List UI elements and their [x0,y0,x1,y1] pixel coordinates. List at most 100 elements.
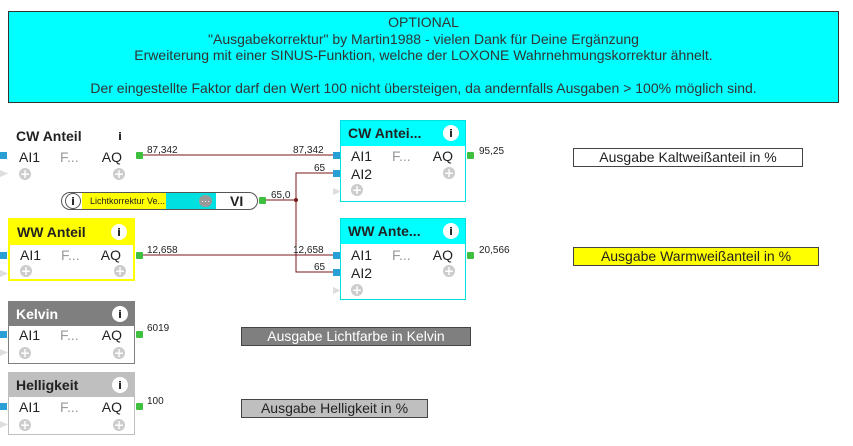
add-output-icon[interactable]: + [443,166,455,180]
output-label: AQ [101,399,122,415]
info-icon[interactable]: i [112,377,128,393]
lichtkorrektur-block[interactable]: i Lichtkorrektur Ve... ··· VI [61,192,258,210]
kelvin-block[interactable]: Kelvin i AI1 F... AQ + + [8,301,135,364]
block-title: CW Antei... [348,125,422,141]
optional-info-banner: OPTIONAL "Ausgabekorrektur" by Martin198… [8,11,839,103]
input-label: AI2 [351,265,373,281]
cw-correction-block[interactable]: CW Antei... i AI1 F... AQ AI2 + + [340,120,466,202]
ww-anteil-block[interactable]: WW Anteil i AI1 F... AQ + + [8,218,135,281]
output-value: 12,658 [147,245,178,256]
function-label: F... [60,327,79,343]
add-output-icon[interactable]: + [113,346,125,360]
input-value: 65 [314,163,326,174]
output-pin[interactable] [136,252,143,259]
output-pin[interactable] [136,331,143,338]
add-input-icon[interactable]: + [351,183,363,197]
input-label: AI1 [351,148,373,164]
lichtkorrektur-label: Lichtkorrektur Ve... [82,193,166,209]
info-icon[interactable]: i [443,223,459,239]
input-pin[interactable] [333,269,340,276]
info-icon[interactable]: i [443,125,459,141]
info-icon[interactable]: i [112,128,128,144]
add-input-icon[interactable]: + [20,264,32,278]
add-output-icon[interactable]: + [113,418,125,432]
add-input-icon[interactable]: + [19,167,31,181]
input-label: AI1 [19,327,41,343]
info-icon[interactable]: i [65,193,81,209]
output-label: AQ [432,148,453,164]
input-value: 12,658 [293,245,324,256]
block-title: Helligkeit [16,377,79,393]
output-value: 100 [147,396,164,407]
block-header: CW Anteil i [9,124,134,149]
input-pin[interactable] [0,252,7,259]
info-icon[interactable]: i [111,224,127,240]
add-input-icon[interactable]: + [351,283,363,297]
input-pin[interactable] [333,188,341,195]
input-value: 65 [314,262,326,273]
function-label: F... [60,399,79,415]
output-value: 95,25 [479,146,505,157]
input-pin[interactable] [333,287,341,294]
add-output-icon[interactable]: + [113,167,125,181]
output-pin[interactable] [467,252,474,259]
ww-correction-block[interactable]: WW Ante... i AI1 F... AQ AI2 + + [340,218,466,300]
output-helligkeit-box[interactable]: Ausgabe Helligkeit in % [241,399,428,418]
output-value: 20,566 [479,245,510,256]
add-input-icon[interactable]: + [19,346,31,360]
add-input-icon[interactable]: + [19,418,31,432]
input-label: AI1 [351,247,373,263]
more-options-icon[interactable]: ··· [199,195,212,207]
info-icon[interactable]: i [112,306,128,322]
output-pin[interactable] [136,152,143,159]
output-label: AQ [432,247,453,263]
input-pin[interactable] [333,152,340,159]
banner-line-description: Erweiterung mit einer SINUS-Funktion, we… [134,47,713,63]
helligkeit-block[interactable]: Helligkeit i AI1 F... AQ + + [8,372,135,435]
input-pin[interactable] [0,403,7,410]
output-label: AQ [101,327,122,343]
output-lichtfarbe-box[interactable]: Ausgabe Lichtfarbe in Kelvin [241,327,471,346]
function-label: F... [61,247,80,263]
banner-line-optional: OPTIONAL [388,14,459,30]
add-output-icon[interactable]: + [114,264,126,278]
lichtkorrektur-value: 65,0 [271,190,291,201]
block-header: WW Ante... i [341,219,465,244]
input-pin[interactable] [0,152,7,159]
input-label: AI2 [351,166,373,182]
block-title: WW Anteil [17,224,86,240]
input-pin[interactable] [0,349,8,356]
output-kaltweiss-box[interactable]: Ausgabe Kaltweißanteil in % [573,148,803,167]
output-label: AQ [100,247,121,263]
input-pin[interactable] [0,270,8,277]
block-header: Helligkeit i [9,373,134,397]
function-label: F... [60,149,79,165]
output-value: 87,342 [147,145,178,156]
input-pin[interactable] [333,170,340,177]
input-label: AI1 [20,247,42,263]
vi-output-label: VI [230,193,244,209]
input-label: AI1 [19,399,41,415]
banner-line-warning: Der eingestellte Faktor darf den Wert 10… [90,79,757,96]
block-title: WW Ante... [348,223,421,239]
output-pin[interactable] [467,152,474,159]
function-label: F... [392,148,411,164]
output-label: AQ [101,149,122,165]
block-title: Kelvin [16,306,59,322]
block-header: Kelvin i [9,302,134,326]
function-label: F... [392,247,411,263]
input-pin[interactable] [0,421,8,428]
input-pin[interactable] [333,252,340,259]
input-pin[interactable] [0,331,7,338]
banner-line-credit: "Ausgabekorrektur" by Martin1988 - viele… [208,30,639,47]
input-pin[interactable] [0,170,8,177]
add-output-icon[interactable]: + [443,264,455,278]
output-value: 6019 [147,323,170,334]
block-title: CW Anteil [16,128,82,144]
block-header: WW Anteil i [10,220,133,245]
output-pin[interactable] [259,197,266,204]
input-value: 87,342 [293,145,324,156]
output-warmweiss-box[interactable]: Ausgabe Warmweißanteil in % [573,247,819,266]
output-pin[interactable] [136,403,143,410]
